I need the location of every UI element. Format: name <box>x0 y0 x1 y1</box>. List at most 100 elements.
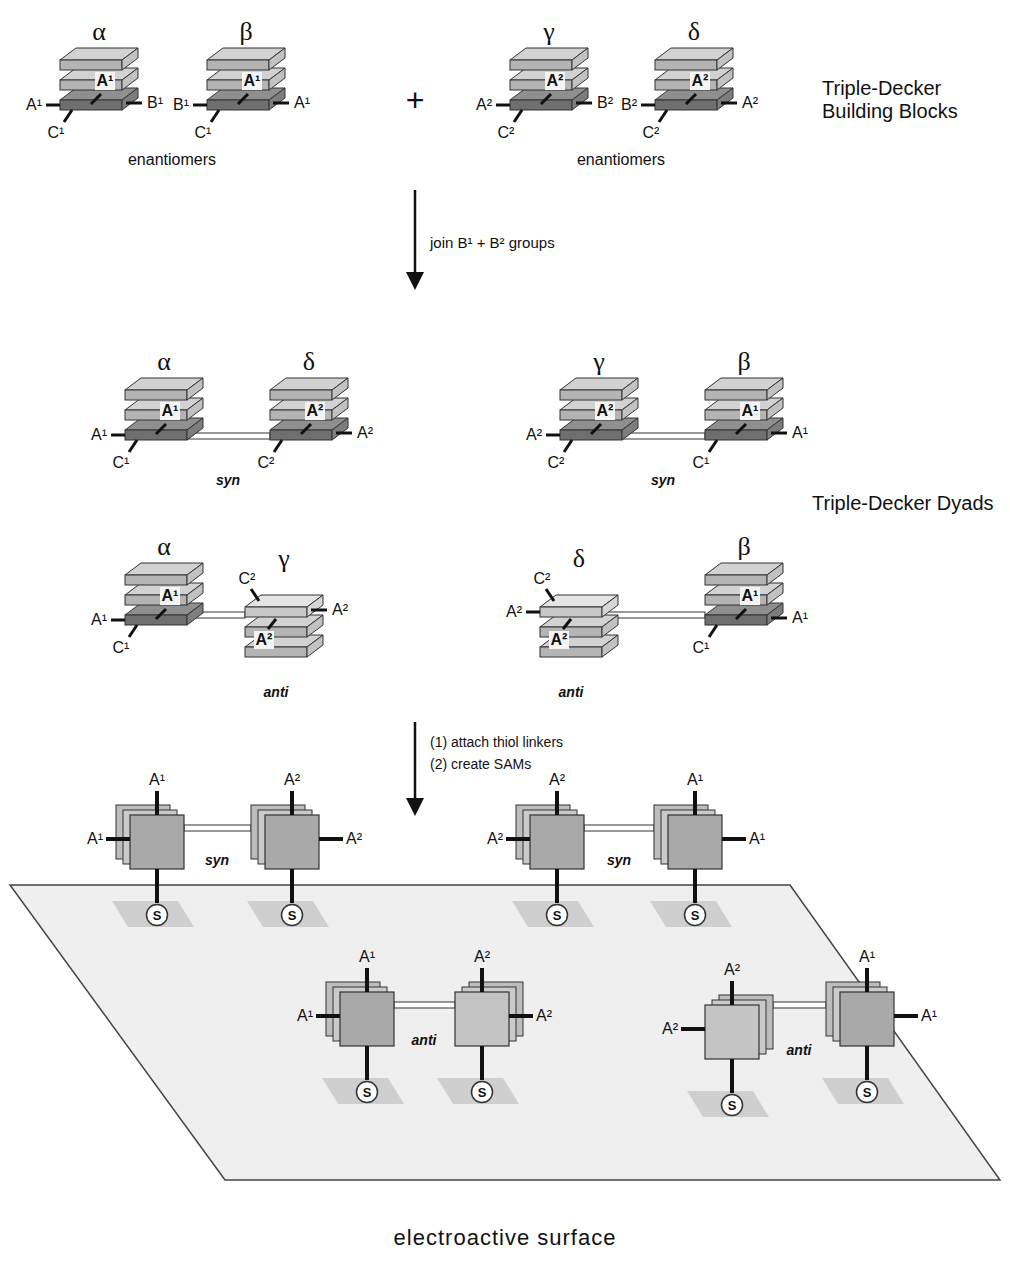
macrocycle-side <box>307 595 323 617</box>
substituent-bond <box>709 440 717 452</box>
substituent-label: A² <box>346 830 362 848</box>
substituent-label: A² <box>742 94 758 112</box>
macrocycle-edge <box>207 100 269 110</box>
substituent-bond <box>129 440 137 452</box>
substituent-label: A² <box>526 426 542 444</box>
isomer-label: syn <box>607 852 631 868</box>
anchor-label: S <box>720 1093 744 1113</box>
substituent-bond <box>155 869 159 903</box>
substituent-bond <box>736 424 746 434</box>
substituent-label: A² <box>332 601 348 619</box>
substituent-bond <box>155 791 159 815</box>
substituent-bond <box>480 1046 484 1080</box>
isomer-label: anti <box>264 684 289 700</box>
substituent-label: A² <box>357 424 373 442</box>
macrocycle-front <box>530 815 584 869</box>
substituent-bond <box>211 110 219 122</box>
macrocycle-edge <box>245 607 307 617</box>
isomer-label: syn <box>216 472 240 488</box>
substituent-bond <box>591 424 601 434</box>
anchor-label: S <box>470 1080 494 1100</box>
substituent-bond <box>555 869 559 903</box>
anchor-label: S <box>855 1080 879 1100</box>
macrocycle-side <box>187 418 203 440</box>
shadow <box>687 1091 769 1117</box>
substituent-label: A¹ <box>297 1007 313 1025</box>
macrocycle-edge <box>655 100 717 110</box>
stacks <box>46 48 918 1093</box>
axial-substituent-label: A¹ <box>740 402 761 420</box>
macrocycle-edge <box>705 615 767 625</box>
substituent-bond <box>365 1046 369 1080</box>
anchor-label: S <box>355 1080 379 1100</box>
thiol-anchor: S <box>855 1080 879 1104</box>
substituent-bond <box>111 434 125 437</box>
macrocycle-side <box>767 378 783 400</box>
sam-triple-decker <box>316 968 394 1080</box>
substituent-bond <box>156 609 166 619</box>
linker-bar <box>773 1002 826 1008</box>
macrocycle-side <box>269 48 285 70</box>
substituent-bond <box>156 424 166 434</box>
macrocycle-side <box>269 88 285 110</box>
enantiomer-label: δ <box>688 17 700 47</box>
macrocycle-edge <box>125 390 187 400</box>
step-label: (1) attach thiol linkers <box>430 734 563 750</box>
shadow <box>322 1078 404 1104</box>
pair-label: enantiomers <box>128 151 216 169</box>
substituent-bond <box>576 102 592 105</box>
triple-decker-stack <box>46 48 142 122</box>
substituent-bond <box>496 104 510 107</box>
macrocycle-side <box>572 68 588 90</box>
macrocycle-side <box>717 48 733 70</box>
reaction-arrow <box>414 190 417 274</box>
macrocycle-side <box>717 68 733 90</box>
macrocycle-edge <box>540 607 602 617</box>
substituent-bond <box>730 981 734 1005</box>
enantiomer-label: γ <box>543 17 555 47</box>
macrocycle-side <box>307 635 323 657</box>
axial-substituent-label: A² <box>595 402 616 420</box>
macrocycle-edge <box>270 430 332 440</box>
substituent-label: C¹ <box>693 639 710 657</box>
substituent-label: A¹ <box>792 609 808 627</box>
macrocycle-edge <box>270 390 332 400</box>
enantiomer-label: α <box>157 532 171 562</box>
linkers <box>184 433 826 1008</box>
sam-triple-decker <box>681 981 773 1093</box>
substituent-bond <box>894 1014 918 1018</box>
substituent-bond <box>509 1014 533 1018</box>
enantiomer-label: β <box>239 17 252 47</box>
macrocycle-side <box>767 603 783 625</box>
substituent-bond <box>541 94 551 104</box>
substituent-label: A¹ <box>87 830 103 848</box>
macrocycle-front <box>265 815 319 869</box>
triple-decker-stack <box>546 378 638 452</box>
substituent-label: C¹ <box>48 124 65 142</box>
substituent-bond <box>238 94 248 104</box>
macrocycle-edge <box>510 100 572 110</box>
triple-decker-stack <box>705 563 787 637</box>
shadows <box>112 901 904 1117</box>
macrocycle-front <box>668 815 722 869</box>
macrocycle-side <box>187 583 203 605</box>
row-heading: Triple-Decker Dyads <box>812 492 994 515</box>
substituent-bond <box>865 968 869 992</box>
linker-bar <box>187 433 270 439</box>
macrocycle-edge <box>560 430 622 440</box>
substituent-label: A² <box>549 771 565 789</box>
macrocycle-side <box>622 418 638 440</box>
triple-decker-stack <box>111 563 203 637</box>
substituent-bond <box>46 104 60 107</box>
substituent-label: A¹ <box>294 94 310 112</box>
substituent-bond <box>736 609 746 619</box>
macrocycle-side <box>602 615 618 637</box>
substituent-bond <box>274 440 282 452</box>
substituent-label: C² <box>548 454 565 472</box>
substituent-bond <box>721 102 737 105</box>
macrocycle-edge <box>207 60 269 70</box>
axial-substituent-label: A¹ <box>160 402 181 420</box>
substituent-bond <box>268 619 276 629</box>
isomer-label: anti <box>412 1032 437 1048</box>
